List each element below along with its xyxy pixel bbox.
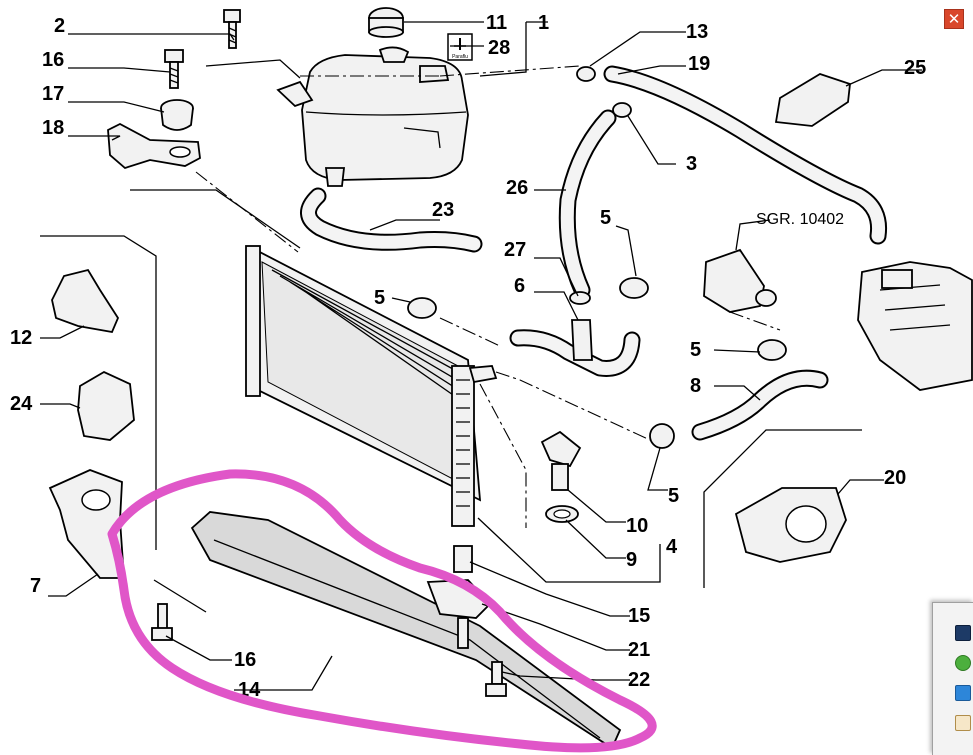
close-button[interactable]: ✕: [944, 9, 964, 29]
thermostat-housing: [703, 248, 777, 313]
label-19: 19: [688, 53, 710, 75]
part-labels: 1 2 3 4 5 5 5 5 5 6 7 8 9 10 11 12 13 14…: [10, 12, 926, 701]
label-2: 2: [54, 15, 65, 37]
label-18: 18: [42, 117, 64, 139]
label-28: 28: [488, 37, 510, 59]
screw-2: [223, 9, 241, 49]
engine-block: [857, 261, 973, 391]
label-1: 1: [538, 12, 549, 34]
monitor-icon[interactable]: [955, 625, 971, 641]
label-27: 27: [504, 239, 526, 261]
reference-label: SGR. 10402: [756, 211, 844, 228]
crossmember-14: [190, 511, 622, 750]
label-20: 20: [884, 467, 906, 489]
drain-plug: [540, 430, 582, 523]
label-8: 8: [690, 375, 701, 397]
label-5c: 5: [690, 339, 701, 361]
hose-clamp-group: [407, 66, 787, 449]
label-17: 17: [42, 83, 64, 105]
bracket-20: [734, 487, 847, 563]
expansion-tank: [276, 46, 469, 187]
side-panel: [932, 602, 973, 755]
grommet-17: [160, 99, 194, 131]
label-6: 6: [514, 275, 525, 297]
label-7: 7: [30, 575, 41, 597]
label-5d: 5: [668, 485, 679, 507]
label-16a: 16: [42, 49, 64, 71]
label-11: 11: [486, 12, 507, 34]
hose-19: [603, 65, 888, 245]
bracket-25: [774, 73, 851, 127]
cap-sticker: Paraflu: [447, 33, 473, 61]
label-5a: 5: [374, 287, 385, 309]
label-22: 22: [628, 669, 650, 691]
hose-23: [300, 187, 483, 253]
tank-cap: [368, 7, 404, 38]
network-icon[interactable]: [955, 685, 971, 701]
cap-sticker-text: Paraflu: [452, 54, 468, 60]
label-21: 21: [628, 639, 650, 661]
radiator: [245, 245, 498, 527]
label-3: 3: [686, 153, 697, 175]
label-23: 23: [432, 199, 454, 221]
hose-6: [509, 319, 641, 377]
screw-16-bottom: [151, 603, 173, 641]
label-25: 25: [904, 57, 926, 79]
label-10: 10: [626, 515, 648, 537]
hose-26: [558, 109, 617, 299]
highlight-outline: [107, 469, 657, 753]
label-15: 15: [628, 605, 650, 627]
font-icon[interactable]: [955, 715, 971, 731]
bracket-18: [107, 122, 201, 170]
label-5b: 5: [600, 207, 611, 229]
label-12: 12: [10, 327, 32, 349]
screw-22: [485, 661, 507, 697]
label-13: 13: [686, 21, 708, 43]
label-9: 9: [626, 549, 637, 571]
screw-16-top: [164, 49, 184, 89]
chat-icon[interactable]: [955, 655, 971, 671]
label-16b: 16: [234, 649, 256, 671]
bracket-24: [77, 370, 135, 441]
bracket-12: [51, 268, 120, 334]
label-4: 4: [666, 536, 678, 558]
label-24: 24: [10, 393, 33, 415]
leader-lines: [40, 21, 922, 691]
label-26: 26: [506, 177, 528, 199]
bracket-7: [48, 469, 125, 579]
plug-15: [453, 545, 473, 573]
